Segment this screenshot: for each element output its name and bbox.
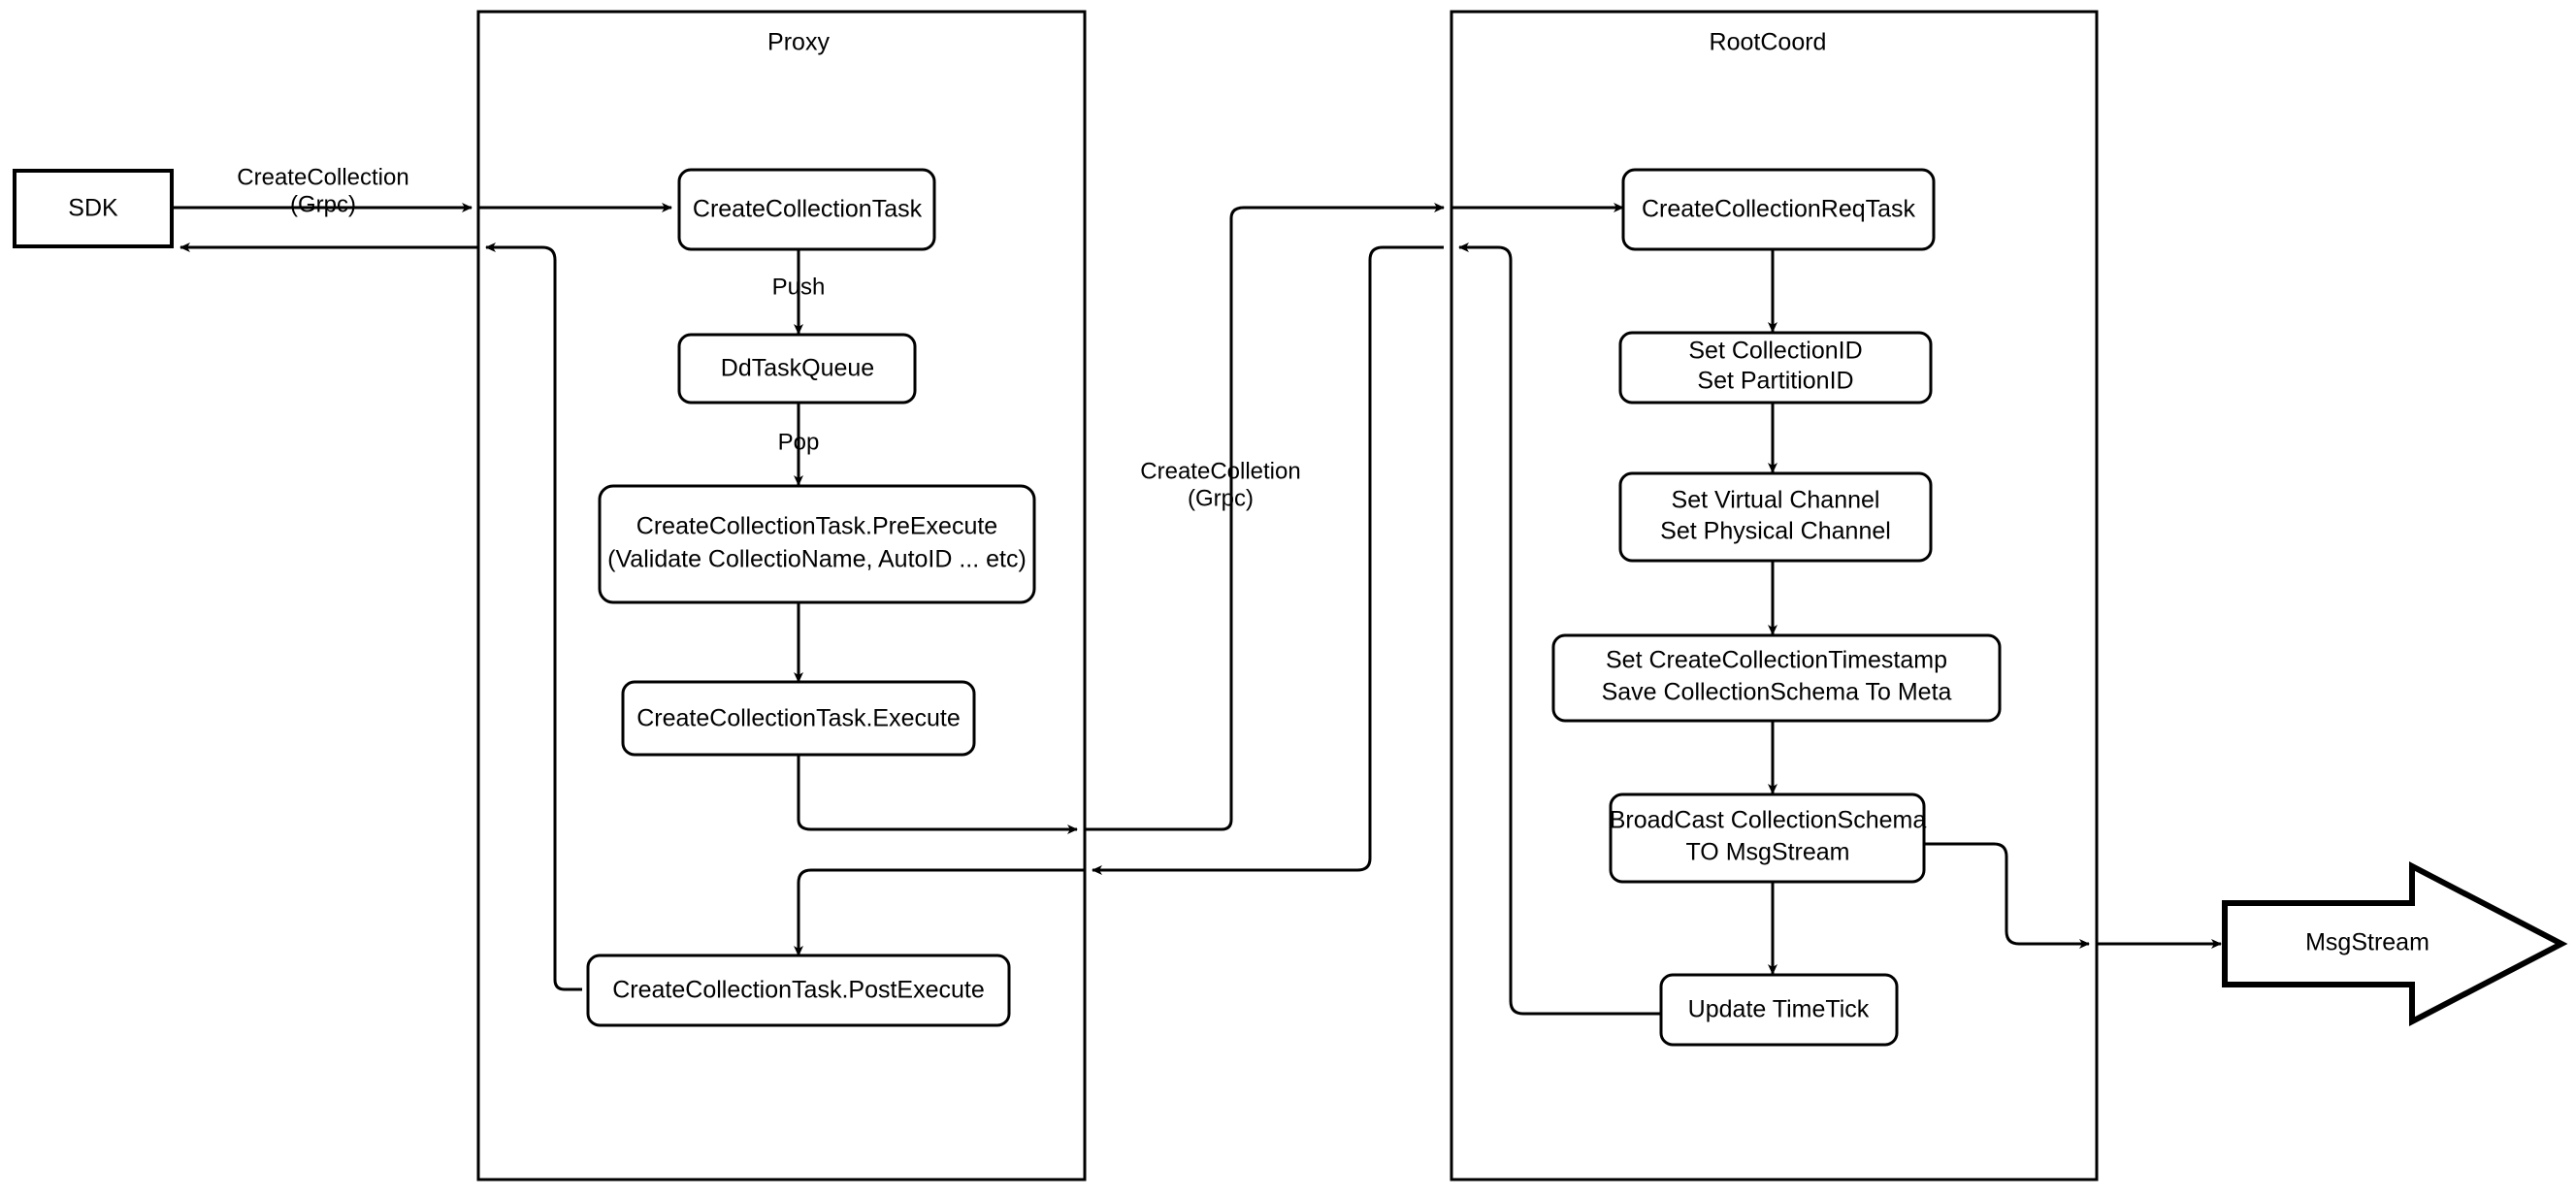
- edge-execute-out-of-proxy: [1085, 203, 1445, 831]
- node-save-meta[interactable]: [1551, 633, 2002, 723]
- node-create-collection-req-task-label: CreateCollectionReqTask: [1642, 196, 1916, 223]
- edge-rootcoord-return-to-proxy: [1092, 245, 1444, 875]
- node-set-ids[interactable]: [1618, 331, 1933, 404]
- edge-label-pop: Pop: [778, 429, 820, 455]
- edge-broadcast-to-msgstream: [1924, 842, 2090, 949]
- node-execute[interactable]: [621, 680, 976, 757]
- edge-label-createcolletion-grpc-line1: CreateColletion: [1140, 458, 1300, 484]
- node-create-collection-req-task[interactable]: [1621, 168, 1936, 251]
- node-post-execute-label: CreateCollectionTask.PostExecute: [612, 977, 985, 1004]
- node-execute-label: CreateCollectionTask.Execute: [636, 705, 961, 732]
- node-create-collection-task-label: CreateCollectionTask: [693, 196, 923, 223]
- node-dd-task-queue[interactable]: [677, 333, 917, 404]
- edge-execute-to-rootcoord: [797, 754, 1078, 834]
- node-set-ids-label-line2: Set PartitionID: [1697, 368, 1853, 395]
- edge-label-createcolletion-grpc-line2: (Grpc): [1188, 485, 1254, 511]
- node-set-channels-label-line2: Set Physical Channel: [1660, 518, 1891, 545]
- node-sdk[interactable]: [13, 169, 174, 248]
- node-set-ids-label-line1: Set CollectionID: [1688, 338, 1862, 365]
- node-msgstream-label: MsgStream: [2305, 929, 2429, 956]
- container-proxy-label: Proxy: [767, 29, 830, 56]
- container-rootcoord-label: RootCoord: [1710, 29, 1827, 56]
- node-broadcast-label-line1: BroadCast CollectionSchema: [1610, 807, 1927, 834]
- node-set-channels-label-line1: Set Virtual Channel: [1672, 487, 1880, 514]
- node-pre-execute-label-line1: CreateCollectionTask.PreExecute: [636, 513, 997, 540]
- node-save-meta-label-line1: Set CreateCollectionTimestamp: [1606, 647, 1947, 674]
- node-create-collection-task[interactable]: [677, 168, 936, 251]
- edge-label-push: Push: [772, 274, 826, 300]
- node-broadcast-label-line2: TO MsgStream: [1685, 839, 1849, 866]
- node-update-timetick[interactable]: [1659, 973, 1899, 1047]
- node-update-timetick-label: Update TimeTick: [1688, 996, 1870, 1023]
- edge-return-to-postexecute: [794, 868, 1085, 956]
- node-dd-task-queue-label: DdTaskQueue: [721, 355, 874, 382]
- node-post-execute[interactable]: [586, 954, 1011, 1027]
- edge-postexecute-to-sdk: [485, 243, 582, 991]
- edge-label-createcollection-grpc-line1: CreateCollection: [237, 164, 408, 190]
- node-pre-execute[interactable]: [598, 484, 1036, 604]
- edge-timetick-to-rootcoord-return: [1458, 243, 1661, 1016]
- edge-label-createcollection-grpc-line2: (Grpc): [290, 191, 356, 217]
- node-sdk-label: SDK: [68, 195, 118, 222]
- node-save-meta-label-line2: Save CollectionSchema To Meta: [1602, 679, 1952, 706]
- node-pre-execute-label-line2: (Validate CollectioName, AutoID ... etc): [607, 546, 1027, 573]
- node-broadcast[interactable]: [1609, 793, 1926, 884]
- node-msgstream[interactable]: [2222, 861, 2568, 1026]
- node-set-channels[interactable]: [1618, 471, 1933, 563]
